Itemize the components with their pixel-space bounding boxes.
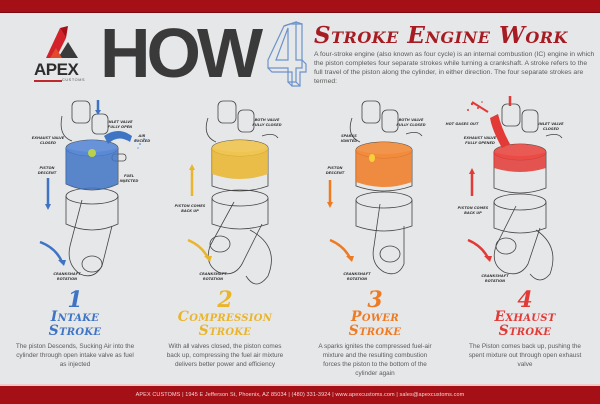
power-diagram: Sparks Ignited Both Valve Fully Closed P…: [300, 96, 450, 296]
intake-stroke-info: 1 Intake Stroke The piston Descends, Suc…: [0, 287, 150, 369]
label-inlet-valve: Inlet Valve Fully Open: [107, 120, 133, 129]
stroke-number: 4: [517, 287, 533, 313]
stroke-name-line2: Stroke: [498, 323, 552, 339]
label-exhaust-valve-opened: Exhaust Valve Fully Opened: [463, 136, 497, 145]
stroke-name-line2: Stroke: [198, 323, 252, 339]
stroke-name-line1: Compression: [177, 309, 273, 325]
footer-contact-text: APEX CUSTOMS | 1945 E Jefferson St, Phoe…: [135, 392, 465, 398]
stroke-description: A sparks ignites the compressed fuel-air…: [318, 343, 432, 377]
power-stroke-info: 3 Power Stroke A sparks ignites the comp…: [300, 287, 450, 378]
stroke-number: 1: [67, 287, 83, 313]
compression-diagram: Both Valve Fully Closed Piston Comes Bac…: [150, 96, 300, 296]
page-title: Stroke Engine Work: [314, 22, 568, 49]
brand-underline: [34, 80, 62, 82]
footer-bar: APEX CUSTOMS | 1945 E Jefferson St, Phoe…: [0, 384, 600, 404]
label-crankshaft: Crankshaft Rotation: [343, 272, 371, 281]
stroke-name-line1: Power: [351, 309, 399, 325]
engine-intake-illustration: [39, 100, 145, 277]
top-banner: [0, 0, 600, 13]
label-air-sucked: Air Sucked: [133, 134, 151, 143]
stroke-name-line2: Stroke: [348, 323, 402, 339]
compression-stroke-info: 2 Compression Stroke With all valves clo…: [150, 287, 300, 369]
label-crankshaft: Crankshaft Rotation: [481, 274, 509, 283]
label-exhaust-valve: Exhaust Valve Closed: [31, 136, 65, 145]
engine-compression-illustration: [187, 100, 279, 285]
label-fuel-injected: Fuel Injected: [119, 174, 139, 183]
how-heading: HOW: [100, 14, 263, 92]
label-piston-descent: Piston Descent: [37, 166, 57, 175]
stroke-number: 3: [367, 287, 383, 313]
label-both-valves-closed: Both Valve Fully Closed: [252, 118, 282, 127]
label-piston-descent: Piston Descent: [325, 166, 345, 175]
stroke-name-line2: Stroke: [48, 323, 102, 339]
label-crankshaft: Crankshaft Rotation: [53, 272, 81, 281]
exhaust-stroke-info: 4 Exhaust Stroke The Piston comes back u…: [450, 287, 600, 369]
intake-diagram: Exhaust Valve Closed Inlet Valve Fully O…: [0, 96, 150, 296]
label-piston-comes-back-up: Piston Comes Back Up: [457, 206, 489, 215]
outline-4-icon: [267, 21, 307, 87]
stroke-name-line1: Intake: [50, 309, 100, 325]
stroke-name-line1: Exhaust: [494, 309, 556, 325]
label-piston-comes-back-up: Piston Comes Back Up: [174, 204, 206, 213]
stroke-description: The Piston comes back up, pushing the sp…: [468, 343, 582, 368]
engine-exhaust-illustration: [467, 96, 563, 281]
brand-name: APEX: [34, 60, 79, 79]
exhaust-diagram: Hot Gases Out Exhaust Valve Fully Opened…: [446, 96, 600, 296]
label-crankshaft: Crankshaft Rotation: [199, 272, 227, 281]
intro-paragraph: A four-stroke engine (also known as four…: [314, 51, 595, 85]
apex-logo: APEX CUSTOMS: [32, 24, 97, 84]
apex-triangle-icon: [46, 26, 78, 58]
stroke-number: 2: [217, 287, 233, 313]
label-hot-gases-out: Hot Gases Out: [445, 122, 479, 126]
label-sparks-ignited: Sparks Ignited: [340, 134, 358, 143]
stroke-description: The piston Descends, Sucking Air into th…: [15, 343, 135, 368]
brand-subtitle: CUSTOMS: [62, 78, 86, 82]
label-both-valves-closed: Both Valve Fully Closed: [396, 118, 426, 127]
stroke-description: With all valves closed, the piston comes…: [166, 343, 284, 368]
label-inlet-valve-closed: Inlet Valve Closed: [538, 122, 564, 131]
engine-power-illustration: [327, 100, 423, 275]
